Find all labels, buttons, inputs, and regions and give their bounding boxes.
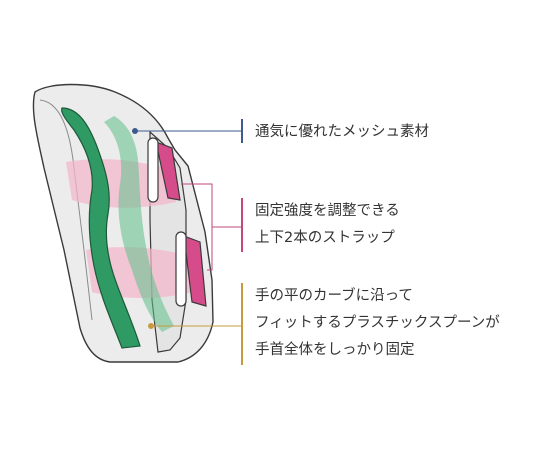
- callout-strap-line-1: 固定強度を調整できる: [255, 203, 400, 219]
- callout-strap-line-2: 上下2本のストラップ: [255, 230, 395, 246]
- callout-mesh-bar: [241, 119, 243, 143]
- mesh-leader-dot: [132, 128, 138, 134]
- splint-translucent: [104, 116, 174, 332]
- callout-splint-line-3: 手首全体をしっかり固定: [255, 342, 415, 358]
- strap-lower-buckle: [175, 231, 187, 307]
- splint-main: [61, 107, 141, 349]
- splint-leader-dot: [148, 323, 154, 329]
- callout-splint-line-2: フィットするプラスチックスプーンが: [255, 315, 500, 331]
- callout-splint-line-1: 手の平のカーブに沿って: [255, 288, 413, 304]
- callout-strap-bar: [241, 198, 243, 252]
- callout-mesh-line-1: 通気に優れたメッシュ素材: [255, 124, 429, 140]
- strap-upper-buckle: [147, 137, 159, 203]
- strap-lower: [183, 235, 207, 307]
- callout-splint-bar: [241, 283, 243, 365]
- strap-upper: [155, 141, 181, 201]
